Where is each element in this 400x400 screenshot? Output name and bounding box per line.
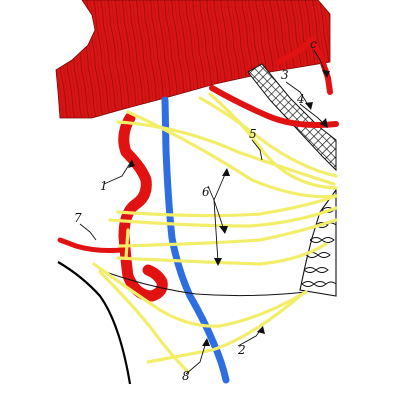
label-3: 3 <box>281 68 289 82</box>
outline-lower-left <box>57 261 132 385</box>
leader-lines <box>79 49 330 375</box>
crosshatched-vessel <box>247 63 337 172</box>
artery-branch-right <box>209 85 339 128</box>
outline-fascia <box>99 269 307 297</box>
artery-branch-upper-right <box>275 34 333 95</box>
muscle-mass <box>55 0 331 119</box>
label-7: 7 <box>74 211 82 225</box>
label-4: 4 <box>296 92 305 106</box>
nerve-branches <box>92 92 338 374</box>
artery-branch-7 <box>57 237 125 253</box>
artery-curved <box>118 112 168 302</box>
label-c: c <box>310 37 317 51</box>
label-8: 8 <box>182 369 190 383</box>
label-6: 6 <box>202 185 210 199</box>
label-1: 1 <box>100 179 108 193</box>
label-2: 2 <box>237 343 246 357</box>
label-5: 5 <box>249 127 257 141</box>
